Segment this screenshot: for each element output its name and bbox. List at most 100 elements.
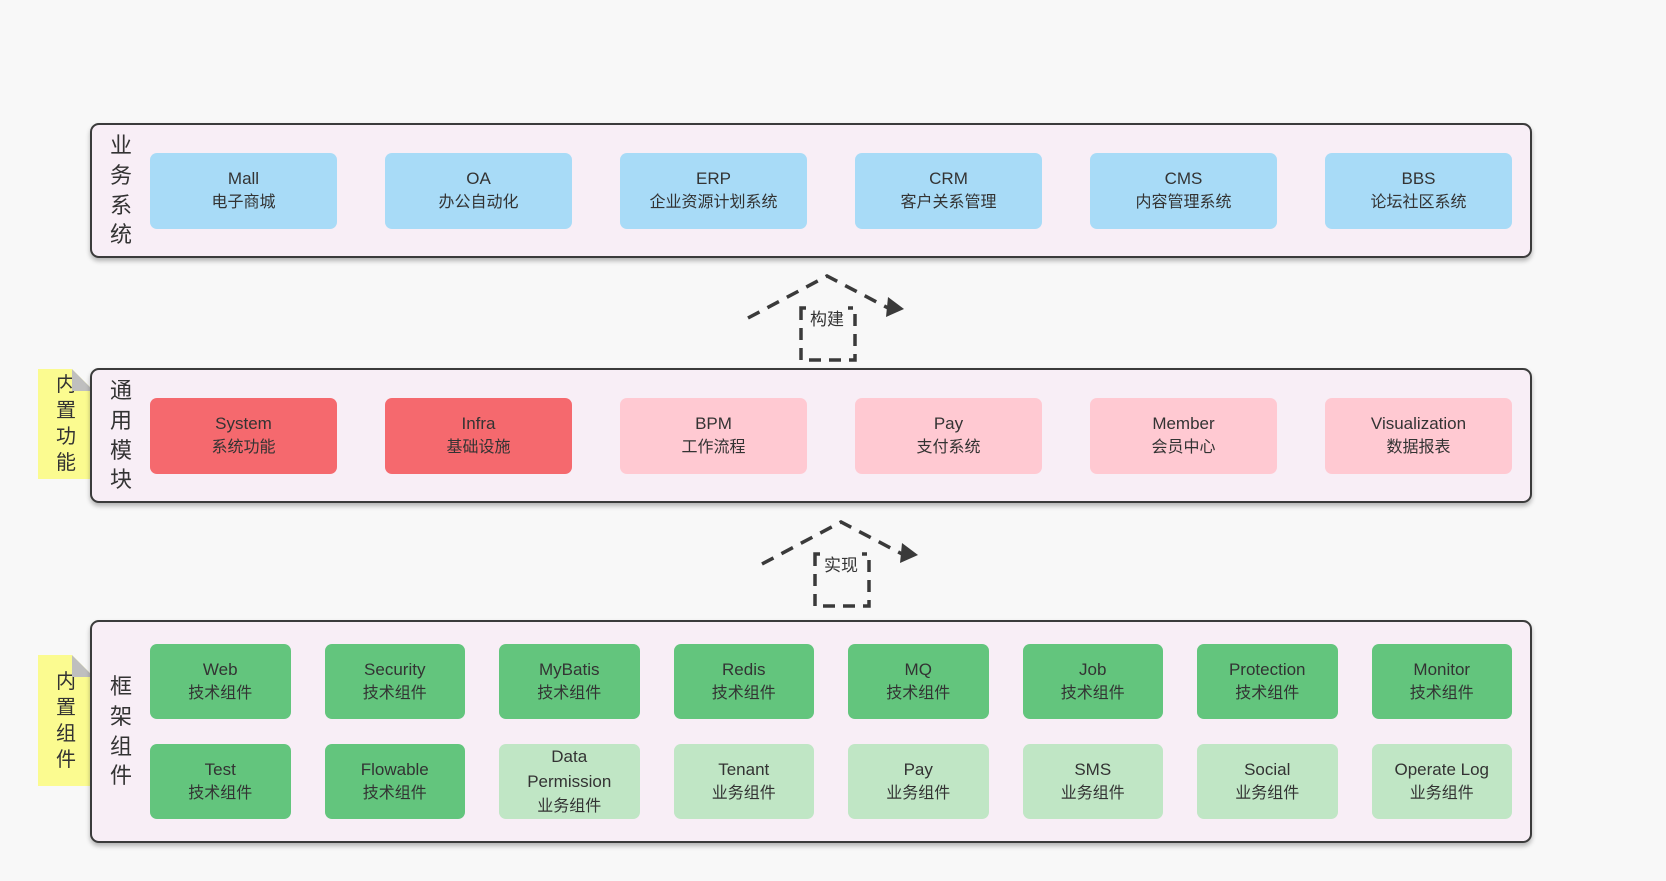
box-subtitle: 办公自动化 — [438, 194, 519, 212]
folded-corner-icon — [72, 655, 94, 677]
box-pay-module: Pay 支付系统 — [855, 397, 1042, 474]
dashed-arrow-up-build: 构建 — [742, 264, 912, 364]
box-title: Operate Log — [1394, 759, 1489, 779]
box-subtitle: 技术组件 — [188, 785, 253, 803]
box-title: System — [215, 413, 272, 433]
box-subtitle: 电子商城 — [211, 194, 276, 212]
box-title: Infra — [461, 413, 496, 433]
box-subtitle: 业务组件 — [537, 797, 602, 815]
arrow-label-text: 实现 — [820, 550, 862, 577]
section-business-systems: 业务系统 Mall 电子商城 OA 办公自动化 ERP 企业资源计划系统 CRM 客户关… — [90, 123, 1532, 258]
box-title: Pay — [933, 413, 964, 433]
box-system: System 系统功能 — [150, 397, 337, 474]
box-title: ERP — [696, 168, 731, 188]
box-title: Security — [364, 659, 426, 679]
box-job: Job 技术组件 — [1022, 644, 1163, 719]
arrow-tip-icon — [886, 297, 904, 317]
box-title: Data Permission — [527, 747, 612, 791]
box-title: MyBatis — [539, 659, 600, 679]
box-subtitle: 业务组件 — [1409, 785, 1474, 803]
box-title: Tenant — [718, 759, 770, 779]
box-test: Test 技术组件 — [150, 744, 291, 819]
box-infra: Infra 基础设施 — [385, 397, 572, 474]
box-subtitle: 技术组件 — [537, 685, 602, 703]
box-subtitle: 技术组件 — [1409, 685, 1474, 703]
box-subtitle: 业务组件 — [886, 785, 951, 803]
box-subtitle: 技术组件 — [1060, 685, 1125, 703]
box-subtitle: 技术组件 — [711, 685, 776, 703]
box-redis: Redis 技术组件 — [673, 644, 814, 719]
box-title: Protection — [1228, 659, 1306, 679]
box-title: Member — [1152, 413, 1215, 433]
box-title: Visualization — [1370, 413, 1467, 433]
box-subtitle: 技术组件 — [188, 685, 253, 703]
folded-corner-icon — [72, 369, 94, 391]
section-label-text: 通用模块 — [109, 378, 132, 493]
box-title: Mall — [227, 168, 260, 188]
arrow-label-text: 构建 — [806, 304, 848, 331]
box-subtitle: 技术组件 — [886, 685, 951, 703]
box-subtitle: 业务组件 — [1060, 785, 1125, 803]
box-oa: OA 办公自动化 — [385, 152, 572, 229]
box-subtitle: 系统功能 — [211, 439, 276, 457]
box-subtitle: 企业资源计划系统 — [649, 194, 778, 212]
section-label-text: 业务系统 — [109, 133, 132, 248]
tab-text: 内置功能 — [56, 374, 76, 474]
box-protection: Protection 技术组件 — [1197, 644, 1338, 719]
box-title: MQ — [904, 659, 932, 679]
box-subtitle: 客户关系管理 — [900, 194, 997, 212]
box-monitor: Monitor 技术组件 — [1371, 644, 1512, 719]
section-label-business: 业务系统 — [92, 125, 150, 256]
box-web: Web 技术组件 — [150, 644, 291, 719]
box-title: Job — [1079, 659, 1107, 679]
box-title: Social — [1244, 759, 1291, 779]
box-title: CMS — [1164, 168, 1203, 188]
box-subtitle: 技术组件 — [1235, 685, 1300, 703]
box-subtitle: 业务组件 — [711, 785, 776, 803]
box-title: Web — [202, 659, 238, 679]
box-mall: Mall 电子商城 — [150, 152, 337, 229]
box-title: BBS — [1401, 168, 1436, 188]
dashed-arrow-up-implement: 实现 — [756, 510, 926, 610]
box-pay-component: Pay 业务组件 — [848, 744, 989, 819]
tab-built-in-features: 内置功能 — [38, 369, 94, 479]
box-subtitle: 技术组件 — [362, 785, 427, 803]
box-operate-log: Operate Log 业务组件 — [1371, 744, 1512, 819]
box-title: BPM — [695, 413, 732, 433]
box-mybatis: MyBatis 技术组件 — [499, 644, 640, 719]
box-sms: SMS 业务组件 — [1022, 744, 1163, 819]
box-subtitle: 支付系统 — [916, 439, 981, 457]
arrow-label: 实现 — [756, 550, 926, 577]
box-title: CRM — [929, 168, 968, 188]
box-title: Flowable — [360, 759, 429, 779]
box-mq: MQ 技术组件 — [848, 644, 989, 719]
box-title: Monitor — [1413, 659, 1471, 679]
box-visualization: Visualization 数据报表 — [1325, 397, 1512, 474]
box-crm: CRM 客户关系管理 — [855, 152, 1042, 229]
arrow-tip-icon — [900, 543, 918, 563]
box-title: OA — [466, 168, 491, 188]
box-title: Pay — [903, 759, 933, 779]
box-erp: ERP 企业资源计划系统 — [620, 152, 807, 229]
box-flowable: Flowable 技术组件 — [324, 744, 465, 819]
box-title: SMS — [1074, 759, 1112, 779]
box-title: Test — [204, 759, 236, 779]
box-subtitle: 数据报表 — [1386, 439, 1451, 457]
box-subtitle: 基础设施 — [446, 439, 511, 457]
business-box-row: Mall 电子商城 OA 办公自动化 ERP 企业资源计划系统 CRM 客户关系管理 C… — [150, 125, 1530, 256]
box-data-permission: Data Permission 业务组件 — [499, 744, 640, 819]
box-title: Redis — [722, 659, 766, 679]
tab-text: 内置组件 — [56, 670, 76, 771]
section-label-text: 框架组件 — [109, 674, 132, 789]
section-label-modules: 通用模块 — [92, 370, 150, 501]
